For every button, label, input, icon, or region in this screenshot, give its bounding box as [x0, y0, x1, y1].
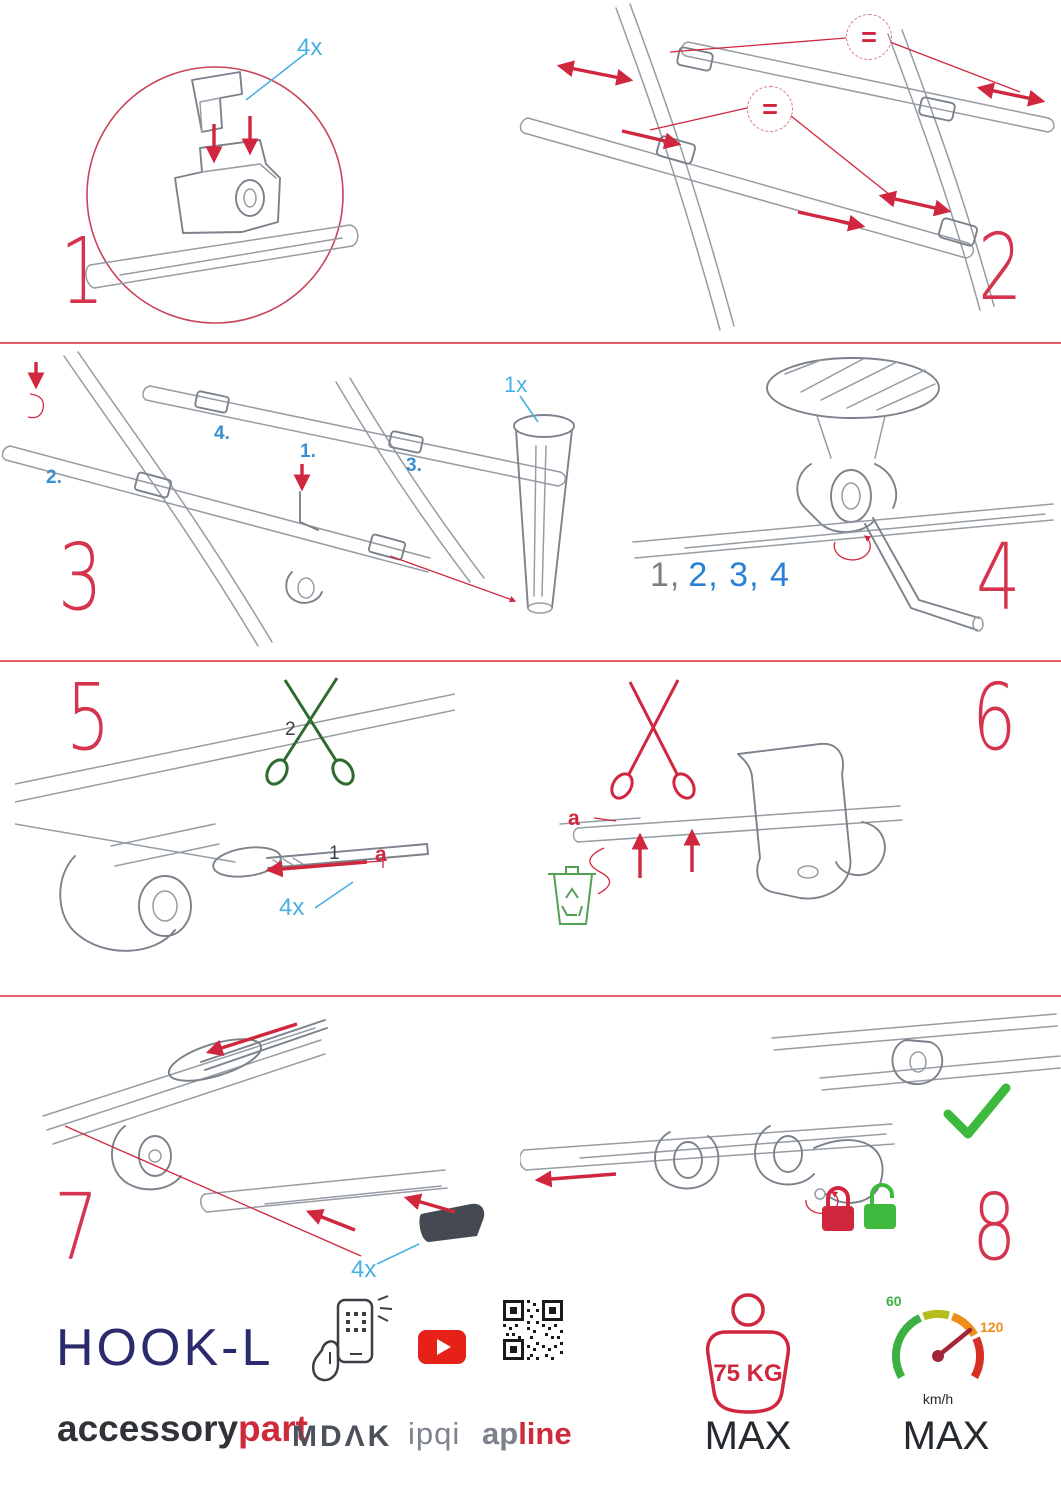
equal-spacing-badge-top: =	[846, 14, 892, 60]
step3-label-3: 3.	[406, 455, 422, 476]
equal-spacing-badge-mid: =	[747, 86, 793, 132]
sequence-first: 1,	[650, 556, 681, 594]
scissors-green-icon	[265, 677, 355, 786]
padlock-locked-icon	[822, 1186, 854, 1231]
speed-max-value-label: 120	[980, 1319, 1004, 1335]
logo-ipqi: ipqi	[408, 1416, 461, 1451]
crossbar-clamp-drawing	[85, 71, 359, 289]
step-8-numeral: 8	[972, 1174, 1017, 1281]
step-1-numeral: 1	[60, 218, 105, 325]
bar-foot-drawing	[559, 743, 903, 900]
step-6-diagram	[548, 679, 903, 925]
brand-logo: accessorypart	[57, 1408, 308, 1450]
cap-qty-leader	[376, 1243, 420, 1265]
step5-ref-a: a	[375, 843, 387, 866]
speed-min-label: 60	[886, 1293, 902, 1309]
step7-quantity-label: 4x	[351, 1256, 377, 1283]
step3-label-1: 1.	[300, 441, 316, 462]
checkmark-icon	[943, 1083, 1011, 1139]
step-1-diagram	[85, 53, 359, 324]
step-4-diagram	[632, 357, 1054, 632]
step-8-panel	[520, 998, 1061, 1292]
step-8-diagram	[520, 1013, 1061, 1231]
section-divider-2	[0, 660, 1061, 662]
youtube-icon	[418, 1330, 466, 1364]
end-cap-part	[419, 1203, 485, 1242]
step-7-panel: 4x	[25, 998, 517, 1292]
step-7-numeral: 7	[54, 1174, 99, 1281]
speedometer-needle	[935, 1327, 973, 1359]
section-divider-1	[0, 342, 1061, 344]
padlock-unlocked-icon	[864, 1183, 896, 1229]
step5-label-1: 1	[329, 843, 340, 864]
slide-lock-arrows	[534, 1170, 839, 1214]
brand-accessory: accessory	[57, 1408, 239, 1449]
zoom-circle	[86, 66, 344, 324]
step-6-numeral: 6	[972, 664, 1017, 771]
logo-line: line	[518, 1416, 572, 1451]
tighten-sequence: 1,2, 3, 4	[650, 556, 790, 595]
speed-unit-label: km/h	[923, 1391, 953, 1407]
step3-label-2: 2.	[46, 467, 62, 488]
pull-strip-arrow	[265, 854, 384, 878]
speed-max-label: MAX	[902, 1414, 990, 1458]
section-divider-3	[0, 995, 1061, 997]
step-1-panel: 4x	[50, 20, 380, 335]
product-name: HOOK-L	[56, 1319, 274, 1377]
step-5-diagram	[15, 677, 455, 952]
strip-cut-drawing	[15, 693, 455, 952]
step5-quantity-label: 4x	[279, 894, 305, 921]
step-6-panel: a	[520, 666, 961, 996]
sequence-rest: 2, 3, 4	[688, 556, 790, 594]
step-5-panel: 2 1 a 4x	[15, 666, 455, 996]
equal-sign-top: =	[861, 21, 877, 52]
step-5-numeral: 5	[66, 664, 111, 771]
step-4-panel: 1,2, 3, 4	[625, 346, 1061, 660]
step5-label-2: 2	[285, 719, 296, 740]
step3-red-marks	[27, 362, 517, 603]
insert-arrows	[205, 116, 259, 164]
step-2-panel: = =	[420, 0, 1061, 338]
spacing-arrows	[556, 60, 1046, 232]
logo-ap: ap	[482, 1416, 519, 1451]
funnel-tool	[513, 414, 575, 438]
allen-key-long	[864, 523, 978, 631]
step-3-panel: 1. 2. 3. 4. 1x	[0, 346, 625, 660]
strip-qty-leader	[314, 881, 354, 909]
allen-key	[299, 491, 319, 531]
step-3-numeral: 3	[58, 524, 103, 631]
funnel-qty-leader	[519, 395, 539, 423]
trim-arrows	[589, 817, 701, 895]
equal-sign-mid: =	[762, 93, 778, 124]
step1-quantity-label: 4x	[297, 34, 323, 61]
weight-value: 75 KG	[713, 1360, 782, 1387]
logo-mdak: MDΛK	[292, 1420, 393, 1453]
recycle-bin-icon	[548, 866, 596, 925]
step6-ref-a: a	[568, 807, 580, 830]
speedometer-icon: 60 120 km/h	[886, 1293, 1004, 1407]
bars-and-rails-drawing	[519, 3, 1055, 331]
brand-part: part	[238, 1408, 308, 1449]
weight-limit-icon: 75 KG	[705, 1293, 791, 1414]
equal-spacing-leaders	[649, 37, 1021, 196]
weight-max-label: MAX	[704, 1414, 792, 1458]
scissors-red-icon	[610, 679, 696, 800]
end-strip-drawing	[42, 1019, 485, 1242]
step-7-diagram	[42, 1019, 485, 1265]
step-2-numeral: 2	[978, 214, 1023, 321]
step7-red-marks	[64, 1022, 456, 1257]
rotate-arrow	[833, 535, 872, 561]
step3-label-4: 4.	[214, 423, 230, 444]
final-check-drawing	[520, 1013, 1061, 1204]
clamp-tighten-drawing	[632, 357, 1054, 632]
phone-qr-scan-icon	[312, 1295, 393, 1382]
step3-quantity-label: 1x	[504, 372, 528, 397]
step-4-numeral: 4	[976, 524, 1021, 631]
qr-code-icon	[503, 1300, 563, 1360]
step-2-diagram	[519, 3, 1055, 331]
logo-apline: apline	[482, 1416, 572, 1452]
step-3-diagram	[1, 351, 575, 647]
quantity-leader-line	[245, 53, 306, 101]
assembly-drawing	[1, 351, 575, 647]
